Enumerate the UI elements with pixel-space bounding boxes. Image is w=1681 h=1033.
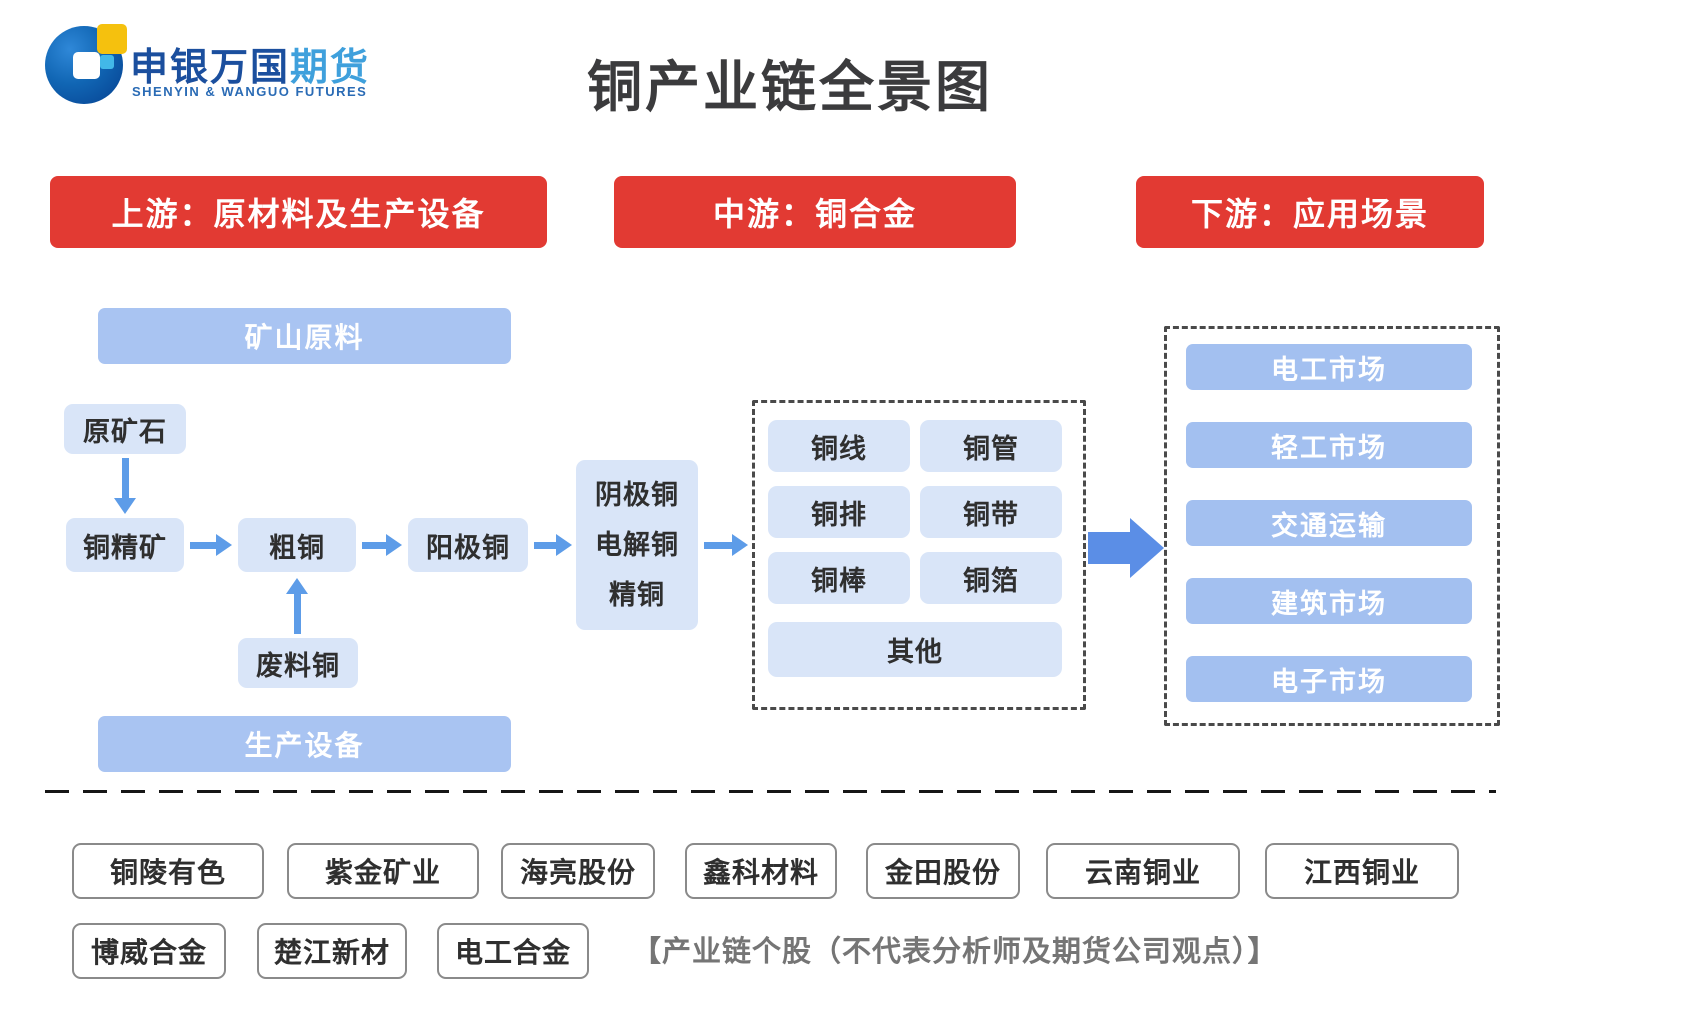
downstream-markets-panel: [1164, 326, 1500, 726]
raw-ore-box: 原矿石: [64, 404, 186, 454]
stock-jiangxi-copper-box: 江西铜业: [1265, 843, 1459, 899]
product-copper-strip-box: 铜带: [920, 486, 1062, 538]
company-logo-icon: [45, 24, 127, 106]
page-title: 铜产业链全景图: [586, 56, 993, 118]
arrow-right-icon: [362, 534, 402, 556]
stock-jintian-box: 金田股份: [866, 843, 1020, 899]
market-electrical-bar: 电工市场: [1186, 344, 1472, 390]
product-other-box: 其他: [768, 622, 1062, 677]
arrow-up-icon: [284, 578, 310, 634]
cathode-line-2: 电解铜: [595, 530, 679, 560]
market-electronics-bar: 电子市场: [1186, 656, 1472, 702]
logo-name-secondary: 期货: [290, 47, 371, 89]
product-copper-foil-box: 铜箔: [920, 552, 1062, 604]
market-transportation-bar: 交通运输: [1186, 500, 1472, 546]
logo-cyan-square-shape: [100, 55, 114, 69]
stock-yunnan-copper-box: 云南铜业: [1046, 843, 1240, 899]
stocks-disclaimer-note: 【产业链个股（不代表分析师及期货公司观点）】: [632, 936, 1278, 968]
arrow-right-icon: [190, 534, 232, 556]
logo-yellow-square-shape: [97, 24, 127, 54]
cathode-line-3: 精铜: [609, 580, 665, 610]
scrap-copper-box: 废料铜: [238, 638, 358, 688]
market-construction-bar: 建筑市场: [1186, 578, 1472, 624]
header-midstream: 中游：铜合金: [614, 176, 1016, 248]
production-equipment-bar: 生产设备: [98, 716, 511, 772]
cathode-line-1: 阴极铜: [595, 480, 679, 510]
dashed-separator-line: [45, 790, 1496, 793]
product-copper-busbar-box: 铜排: [768, 486, 910, 538]
stock-zijin-box: 紫金矿业: [287, 843, 479, 899]
big-arrow-right-icon: [1088, 518, 1164, 578]
product-copper-wire-box: 铜线: [768, 420, 910, 472]
product-copper-rod-box: 铜棒: [768, 552, 910, 604]
anode-copper-box: 阳极铜: [408, 518, 528, 572]
logo-english-name: SHENYIN & WANGUO FUTURES: [132, 84, 368, 99]
cathode-copper-box: 阴极铜 电解铜 精铜: [576, 460, 698, 630]
header-downstream: 下游：应用场景: [1136, 176, 1484, 248]
blister-copper-box: 粗铜: [238, 518, 356, 572]
stock-tongling-box: 铜陵有色: [72, 843, 264, 899]
market-light-industry-bar: 轻工市场: [1186, 422, 1472, 468]
stock-chujiang-box: 楚江新材: [257, 923, 407, 979]
logo-white-square-shape: [73, 52, 100, 79]
arrow-down-icon: [112, 458, 138, 514]
copper-concentrate-box: 铜精矿: [66, 518, 184, 572]
stock-hailiang-box: 海亮股份: [501, 843, 655, 899]
product-copper-tube-box: 铜管: [920, 420, 1062, 472]
header-upstream: 上游：原材料及生产设备: [50, 176, 547, 248]
arrow-right-icon: [534, 534, 572, 556]
mine-materials-bar: 矿山原料: [98, 308, 511, 364]
arrow-right-icon: [704, 534, 748, 556]
logo-chinese-name: 申银万国期货: [130, 36, 370, 91]
stock-xinke-box: 鑫科材料: [685, 843, 837, 899]
midstream-products-panel: [752, 400, 1086, 710]
stock-diangong-box: 电工合金: [437, 923, 589, 979]
logo-name-primary: 申银万国: [130, 47, 291, 89]
stock-bowei-box: 博威合金: [72, 923, 226, 979]
